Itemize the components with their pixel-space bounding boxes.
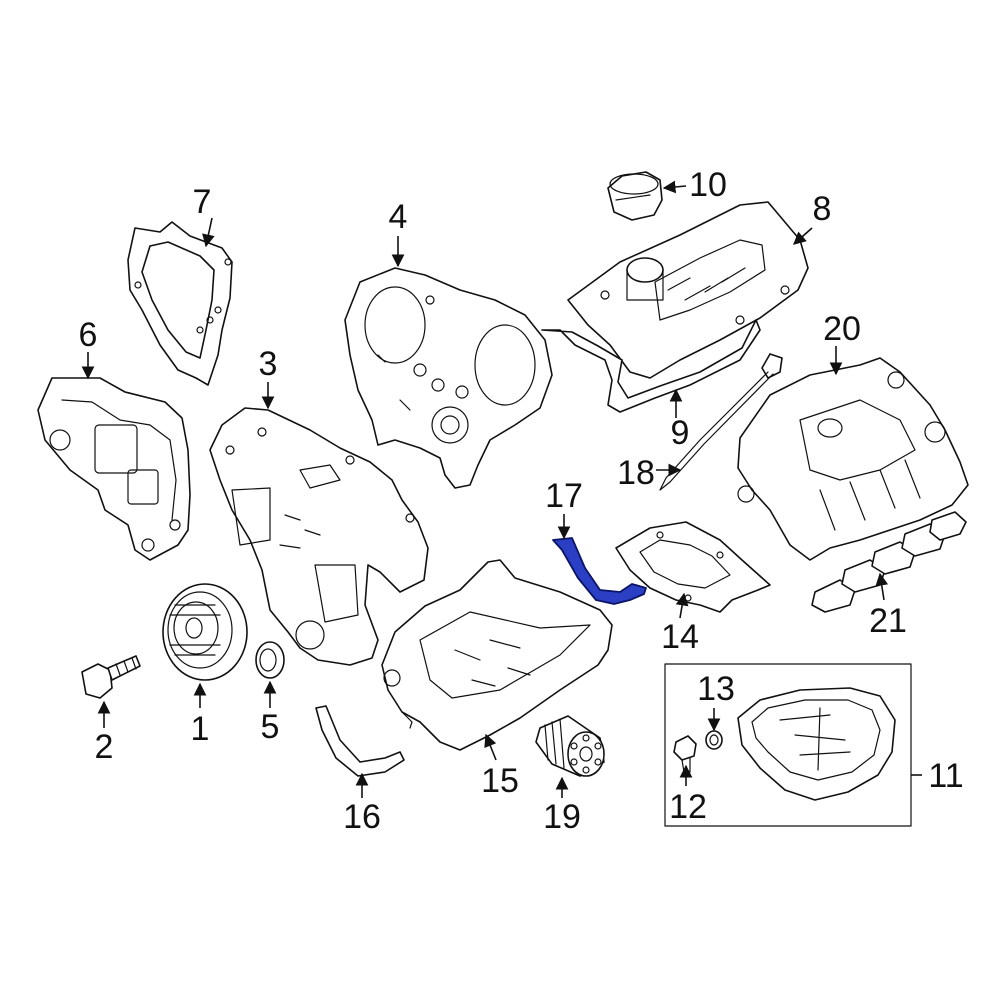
- callout-19: 19: [543, 776, 581, 836]
- part-14-baffle[interactable]: [615, 521, 771, 613]
- callout-6-label: 6: [79, 316, 98, 354]
- callout-1: 1: [191, 682, 210, 748]
- callout-5-label: 5: [261, 708, 280, 746]
- part-10-filler-cap[interactable]: [607, 171, 663, 221]
- callout-15: 15: [481, 733, 519, 800]
- part-19-oil-filter[interactable]: [535, 715, 605, 777]
- part-21-intake-gaskets[interactable]: [811, 511, 967, 613]
- callout-17: 17: [545, 477, 583, 540]
- callout-13-label: 13: [697, 670, 735, 708]
- callout-20-label: 20: [823, 310, 861, 348]
- callout-16: 16: [343, 772, 381, 836]
- callout-11: 11: [928, 757, 963, 795]
- part-4-inner-cover[interactable]: [344, 267, 553, 489]
- callout-13: 13: [697, 670, 735, 732]
- callout-2: 2: [95, 700, 114, 766]
- callout-12-label: 12: [669, 788, 707, 826]
- part-11-group-box: [664, 663, 922, 827]
- callout-8: 8: [793, 190, 832, 245]
- part-15-oil-pan[interactable]: [381, 559, 613, 751]
- callout-10-label: 10: [689, 166, 727, 204]
- part-3-front-cover[interactable]: [209, 407, 429, 666]
- callout-21: 21: [869, 572, 907, 640]
- part-2-bolt[interactable]: [81, 655, 141, 699]
- callout-9: 9: [669, 388, 690, 452]
- part-13-washer[interactable]: [705, 730, 723, 750]
- part-9-valve-gasket[interactable]: [541, 319, 761, 413]
- callout-17-label: 17: [545, 477, 583, 515]
- part-20-intake-manifold[interactable]: [737, 357, 969, 561]
- callout-14-label: 14: [661, 618, 699, 656]
- callout-18-label: 18: [617, 454, 655, 492]
- callout-21-label: 21: [869, 602, 907, 640]
- callout-9-label: 9: [671, 414, 690, 452]
- callout-3-label: 3: [259, 345, 278, 383]
- callout-4: 4: [389, 198, 408, 268]
- part-5-seal[interactable]: [255, 641, 285, 679]
- callout-7-label: 7: [193, 183, 212, 221]
- part-7-gasket[interactable]: [127, 221, 233, 386]
- callout-1-label: 1: [191, 710, 210, 748]
- callout-12: 12: [669, 764, 707, 826]
- part-16-seal-strip[interactable]: [315, 705, 405, 777]
- callout-2-label: 2: [95, 728, 114, 766]
- part-12-drain-plug[interactable]: [673, 735, 697, 773]
- part-1-pulley[interactable]: [162, 583, 248, 681]
- callout-16-label: 16: [343, 798, 381, 836]
- callout-5: 5: [261, 680, 280, 746]
- callout-7: 7: [193, 183, 215, 248]
- callout-15-label: 15: [481, 762, 519, 800]
- callout-11-label: 11: [928, 757, 963, 795]
- callout-8-label: 8: [813, 190, 832, 228]
- callout-10: 10: [662, 166, 727, 204]
- callout-14: 14: [661, 592, 699, 656]
- part-17-gasket-highlighted[interactable]: [552, 537, 647, 605]
- callout-19-label: 19: [543, 798, 581, 836]
- part-6-housing[interactable]: [37, 377, 191, 561]
- callout-18: 18: [617, 454, 682, 492]
- callout-3: 3: [259, 345, 278, 410]
- part-11-lower-oil-pan[interactable]: [737, 687, 896, 801]
- callout-4-label: 4: [389, 198, 408, 236]
- callout-6: 6: [79, 316, 98, 380]
- callout-20: 20: [823, 310, 861, 376]
